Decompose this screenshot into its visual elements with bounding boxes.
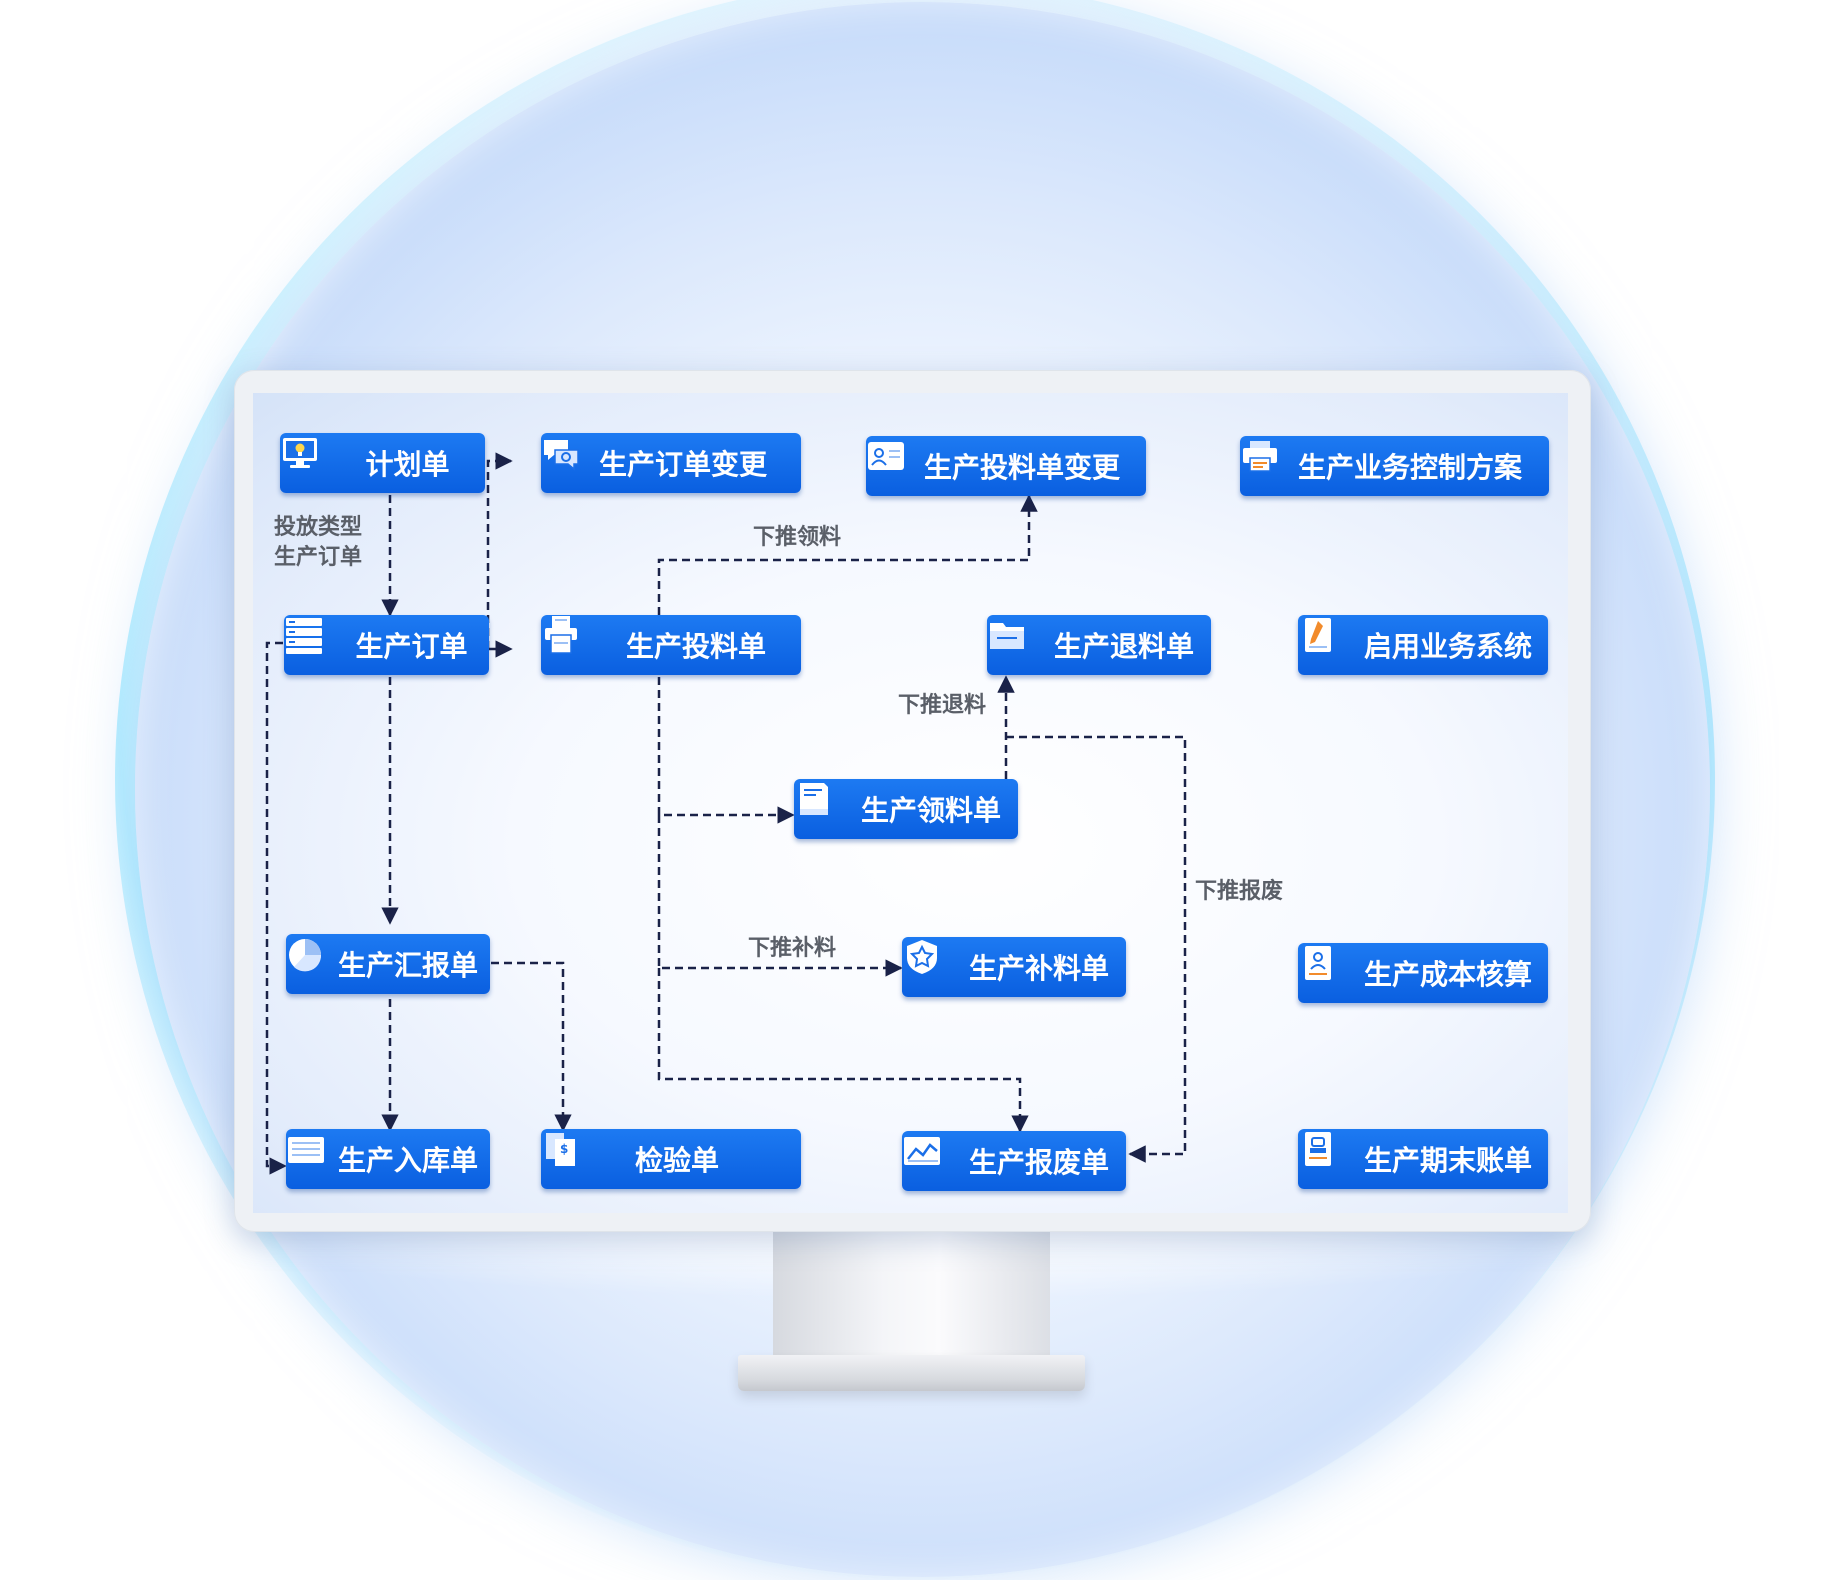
star-shield-icon <box>907 940 959 987</box>
printer-icon <box>1243 441 1288 486</box>
node-control-plan[interactable]: 生产业务控制方案 <box>1240 436 1549 496</box>
edge-label-push-return: 下推退料 <box>898 693 987 718</box>
node-plan[interactable]: 计划单 <box>280 433 485 493</box>
node-period-end-label: 生产期末账单 <box>1363 1144 1532 1177</box>
connector-lines <box>265 452 1187 1175</box>
edge-label-line-1: 投放类型 <box>274 515 363 540</box>
node-return-label: 生产退料单 <box>1053 630 1194 663</box>
node-pick-label: 生产领料单 <box>860 794 1001 827</box>
document-printer-icon <box>545 616 616 665</box>
node-cost-label: 生产成本核算 <box>1363 958 1532 991</box>
person-document-icon <box>1305 946 1354 993</box>
edge-order-to-order-change <box>486 452 513 649</box>
node-control-plan-label: 生产业务控制方案 <box>1298 451 1523 484</box>
edge-label-release-type: 投放类型 生产订单 <box>274 513 362 573</box>
folder-icon <box>990 623 1044 665</box>
monitor-stand-base <box>738 1355 1085 1391</box>
chat-bubbles-icon <box>544 440 589 483</box>
svg-text:$: $ <box>560 1142 568 1156</box>
node-pick[interactable]: 生产领料单 <box>794 779 1018 839</box>
node-scrap-label: 生产报废单 <box>968 1146 1109 1179</box>
node-feed-label: 生产投料单 <box>625 630 766 663</box>
node-order-change-label: 生产订单变更 <box>599 448 768 481</box>
node-period-end[interactable]: 生产期末账单 <box>1298 1129 1548 1189</box>
stamp-document-icon <box>1305 1132 1354 1179</box>
keyboard-list-icon <box>288 1137 334 1179</box>
pie-chart-icon <box>289 939 334 984</box>
book-icon <box>800 783 851 829</box>
edge-label-push-pick: 下推领料 <box>753 525 842 550</box>
edge-feed-to-pick <box>657 677 795 824</box>
line-chart-icon <box>904 1137 959 1181</box>
node-order-change[interactable]: 生产订单变更 <box>541 433 801 493</box>
node-inbound-label: 生产入库单 <box>338 1144 479 1177</box>
pencil-document-icon <box>1305 618 1354 665</box>
node-inbound[interactable]: 生产入库单 <box>286 1129 490 1189</box>
edge-label-push-supplement: 下推补料 <box>748 936 837 961</box>
monitor-screen: 投放类型 生产订单 下推领料 下推退料 下推报废 下推补料 计划单 生产订单变更… <box>253 393 1568 1213</box>
node-feed[interactable]: 生产投料单 <box>541 615 801 675</box>
node-cost[interactable]: 生产成本核算 <box>1298 943 1548 1003</box>
node-feed-change-label: 生产投料单变更 <box>924 451 1121 484</box>
node-return[interactable]: 生产退料单 <box>987 615 1211 675</box>
contact-card-icon <box>868 442 914 486</box>
monitor-stand-neck <box>773 1228 1050 1378</box>
node-order-label: 生产订单 <box>355 630 468 663</box>
edge-order-to-inbound <box>265 641 287 1175</box>
monitor-bulb-icon <box>283 438 355 483</box>
edge-label-line-2: 生产订单 <box>274 545 363 570</box>
node-order[interactable]: 生产订单 <box>284 615 489 675</box>
node-inspection-label: 检验单 <box>635 1144 720 1177</box>
money-document-icon: $ <box>546 1133 589 1179</box>
server-list-icon <box>286 618 345 665</box>
node-supplement-label: 生产补料单 <box>968 952 1109 985</box>
node-plan-label: 计划单 <box>365 448 450 481</box>
edge-feed-to-feed-change <box>657 494 1038 615</box>
node-enable-system-label: 启用业务系统 <box>1363 630 1532 663</box>
edge-feed-to-supplement <box>657 815 903 977</box>
edge-label-push-scrap: 下推报废 <box>1195 879 1284 904</box>
node-supplement[interactable]: 生产补料单 <box>902 937 1126 997</box>
node-feed-change[interactable]: 生产投料单变更 <box>866 436 1146 496</box>
node-scrap[interactable]: 生产报废单 <box>902 1131 1126 1191</box>
edge-report-to-inspection <box>491 961 572 1132</box>
node-enable-system[interactable]: 启用业务系统 <box>1298 615 1548 675</box>
node-inspection[interactable]: $ 检验单 <box>541 1129 801 1189</box>
node-report-label: 生产汇报单 <box>338 949 479 982</box>
edge-feed-to-scrap <box>657 968 1029 1133</box>
node-report[interactable]: 生产汇报单 <box>286 934 490 994</box>
